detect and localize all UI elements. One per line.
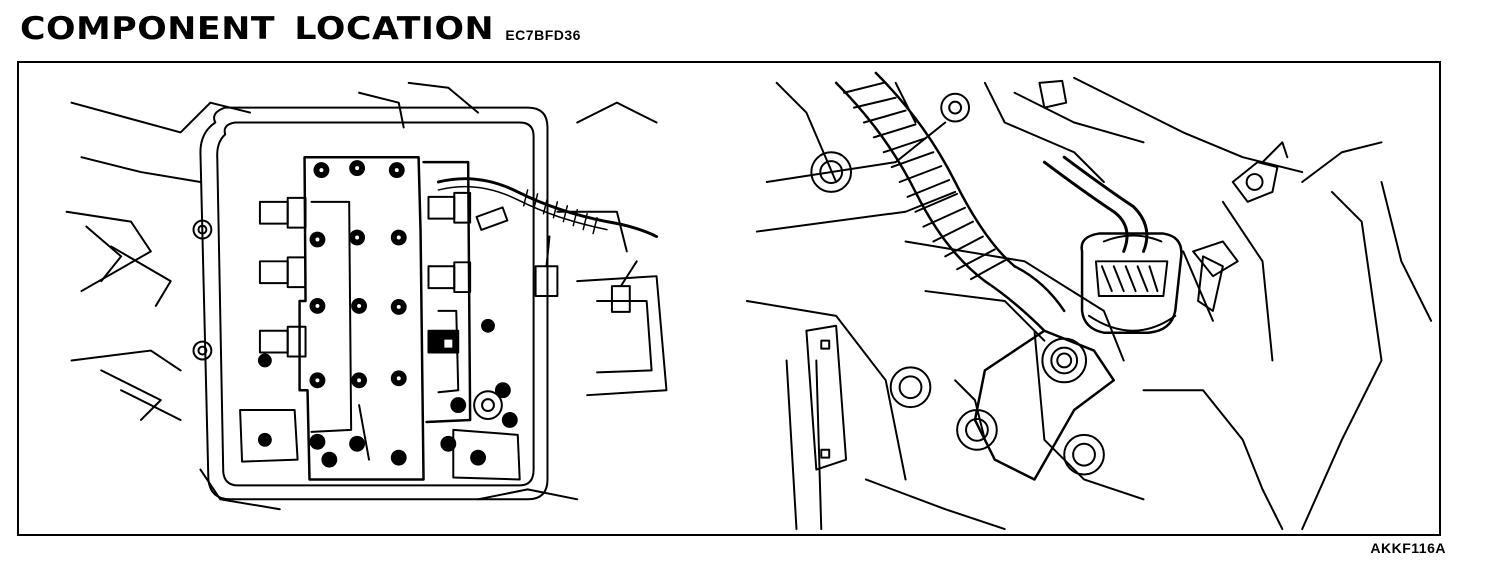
figure-frame <box>17 61 1441 536</box>
solenoid-valves <box>258 191 472 358</box>
harness-connector <box>1080 232 1183 334</box>
figure-reference: AKKF116A <box>1370 540 1446 556</box>
connector-drawing <box>745 71 1433 531</box>
harness-hose <box>834 71 1066 332</box>
page-title: COMPONENT LOCATION <box>20 11 495 47</box>
bolt-centers <box>313 164 403 385</box>
control-valve-illustration <box>59 63 679 534</box>
valve-bolts <box>257 160 518 468</box>
document-code: EC7BFD36 <box>505 27 581 43</box>
page-heading: COMPONENT LOCATION EC7BFD36 <box>20 14 581 45</box>
connector-illustration <box>744 63 1434 534</box>
control-valve-drawing <box>65 81 668 511</box>
